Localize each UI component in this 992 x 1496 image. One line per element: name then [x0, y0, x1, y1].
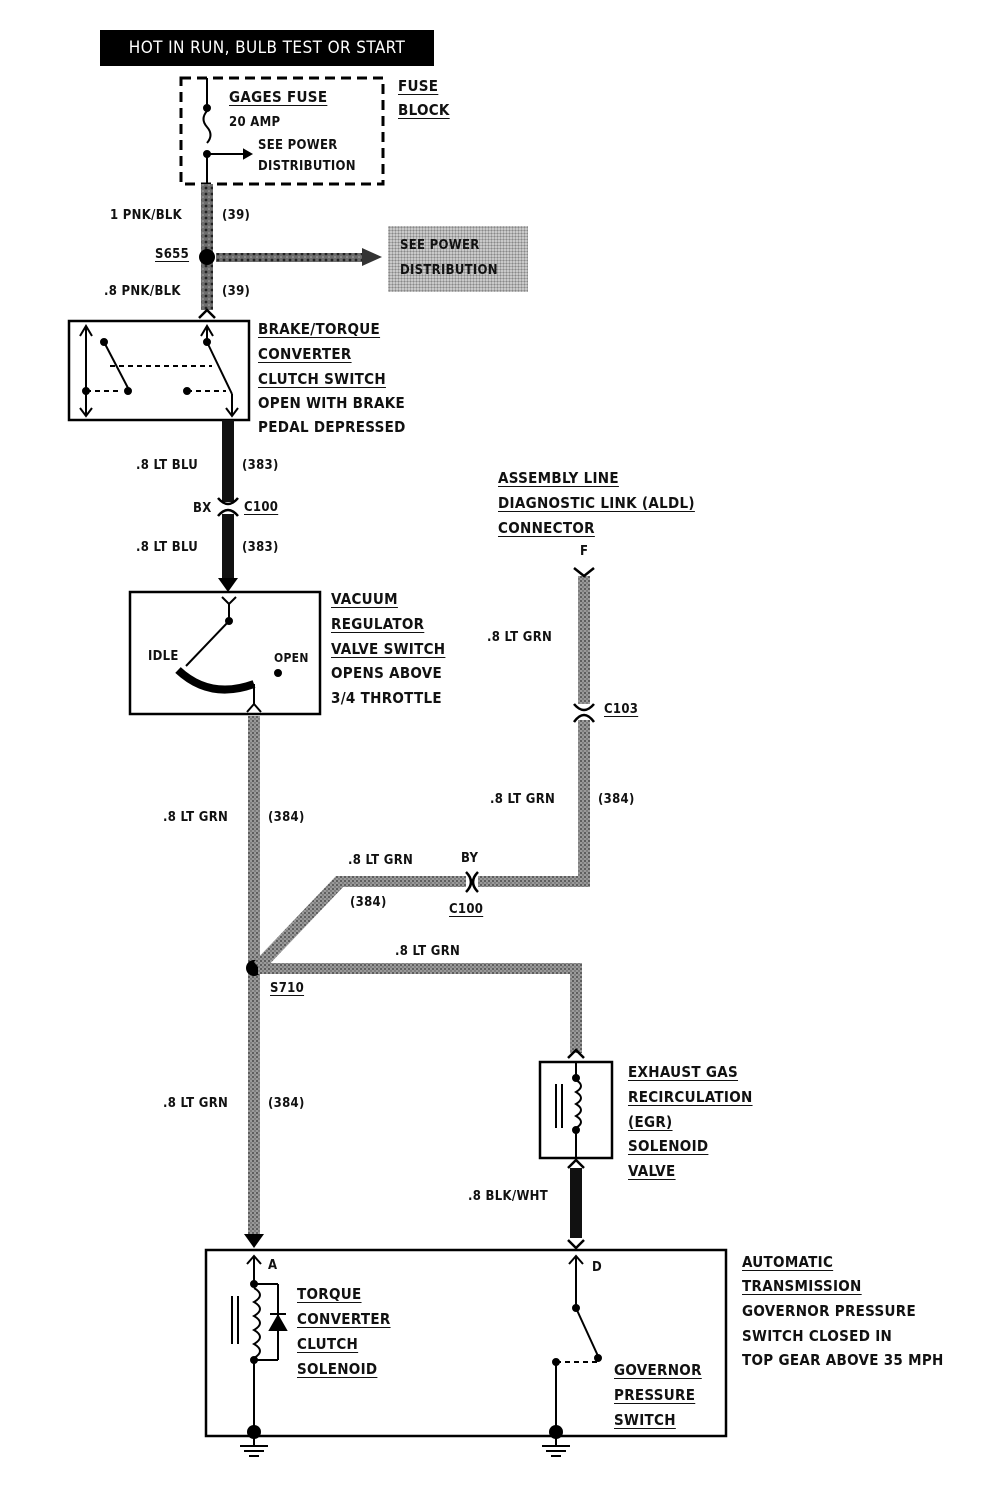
transmission-label-2: TRANSMISSION — [742, 1277, 862, 1295]
governor-label-2: PRESSURE — [614, 1386, 696, 1404]
c100-by-pin: BY — [461, 851, 479, 866]
vacuum-switch-label-1: VACUUM — [331, 590, 398, 608]
fuse-block-box — [179, 76, 385, 186]
brake-switch-symbol — [79, 324, 239, 418]
c100-mid-label: C100 — [449, 902, 484, 917]
c100-top-label: C100 — [244, 500, 279, 515]
vacuum-open-label: OPEN — [274, 651, 309, 665]
gages-fuse-symbol — [202, 78, 254, 184]
egr-label-4: SOLENOID — [628, 1137, 709, 1155]
wire-blk-wht — [570, 1168, 582, 1238]
wire-lt-grn-384-vertical-right — [578, 720, 590, 887]
wire-lt-grn-aldl — [578, 576, 590, 704]
brake-switch-label-2: CONVERTER — [258, 345, 352, 363]
wire-lt-grn-egr — [258, 963, 582, 974]
wire-label-w4: .8 LT BLU — [136, 540, 199, 555]
wire-label-w1: 1 PNK/BLK — [110, 208, 183, 223]
wire-label-w3: .8 LT BLU — [136, 458, 199, 473]
c103-label: C103 — [604, 702, 639, 717]
wire-label-w10: .8 LT GRN — [395, 944, 461, 959]
vacuum-idle-label: IDLE — [148, 649, 179, 664]
wire-label-w5: .8 LT GRN — [487, 630, 553, 645]
header-banner: HOT IN RUN, BULB TEST OR START — [100, 30, 434, 66]
gages-fuse-label: GAGES FUSE — [229, 88, 328, 106]
power-distribution-ref-box — [388, 226, 528, 292]
tcc-pin-a: A — [268, 1258, 278, 1273]
vacuum-switch-label-3: VALVE SWITCH — [331, 640, 446, 658]
aldl-label-2: DIAGNOSTIC LINK (ALDL) — [498, 494, 695, 512]
tcc-label-4: SOLENOID — [297, 1360, 378, 1378]
transmission-label-1: AUTOMATIC — [742, 1253, 834, 1271]
fuse-ref-line1: SEE POWER — [258, 138, 338, 153]
brake-switch-label-3: CLUTCH SWITCH — [258, 370, 386, 388]
governor-switch-symbol — [552, 1254, 602, 1430]
brake-switch-label-5: PEDAL DEPRESSED — [258, 418, 406, 436]
wire-label-w6: .8 LT GRN — [490, 792, 556, 807]
aldl-label-1: ASSEMBLY LINE — [498, 469, 619, 487]
circuit-label-w9: (384) — [268, 1096, 305, 1111]
transmission-label-4: SWITCH CLOSED IN — [742, 1327, 893, 1345]
governor-label-3: SWITCH — [614, 1411, 676, 1429]
governor-pin-d: D — [592, 1260, 603, 1275]
circuit-label-w7: (384) — [350, 895, 387, 910]
splice-s655-dot — [199, 249, 215, 265]
egr-coil-symbol — [555, 1062, 582, 1158]
c100-bx-pin: BX — [193, 501, 212, 516]
egr-label-1: EXHAUST GAS — [628, 1063, 739, 1081]
fuse-block-label-1: FUSE — [398, 77, 439, 95]
egr-label-3: (EGR) — [628, 1113, 673, 1131]
tcc-label-1: TORQUE — [297, 1285, 362, 1303]
tcc-label-3: CLUTCH — [297, 1335, 359, 1353]
splice-s655-label: S655 — [155, 247, 190, 262]
vacuum-switch-label-4: OPENS ABOVE — [331, 664, 443, 682]
fuse-ref-line2: DISTRIBUTION — [258, 159, 356, 174]
ground-icon-right — [542, 1436, 570, 1457]
wire-lt-grn-384-to-c100 — [336, 876, 466, 887]
governor-label-1: GOVERNOR — [614, 1361, 702, 1379]
transmission-label-5: TOP GEAR ABOVE 35 MPH — [742, 1351, 944, 1369]
egr-label-5: VALVE — [628, 1162, 676, 1180]
splice-s710-label: S710 — [270, 981, 305, 996]
brake-switch-label-1: BRAKE/TORQUE — [258, 320, 381, 338]
circuit-label-w8: (384) — [268, 810, 305, 825]
circuit-label-w4: (383) — [242, 540, 279, 555]
transmission-box — [204, 1248, 728, 1438]
brake-switch-box — [67, 319, 251, 422]
transmission-label-3: GOVERNOR PRESSURE — [742, 1302, 916, 1320]
wire-label-w7: .8 LT GRN — [348, 853, 414, 868]
circuit-label-w6: (384) — [598, 792, 635, 807]
wire-label-w8: .8 LT GRN — [163, 810, 229, 825]
wire-to-power-distribution — [216, 253, 366, 262]
vacuum-switch-box — [128, 590, 322, 716]
vacuum-switch-label-2: REGULATOR — [331, 615, 425, 633]
fuse-block-label-2: BLOCK — [398, 101, 450, 119]
circuit-label-w1: (39) — [222, 208, 251, 223]
fuse-rating: 20 AMP — [229, 115, 281, 130]
wire-lt-grn-384-to-c103 — [478, 876, 590, 887]
tcc-label-2: CONVERTER — [297, 1310, 391, 1328]
vacuum-switch-symbol — [175, 596, 282, 713]
wire-lt-blu-383-lower — [222, 514, 234, 582]
circuit-label-w2: (39) — [222, 284, 251, 299]
circuit-label-w3: (383) — [242, 458, 279, 473]
wire-label-w2: .8 PNK/BLK — [104, 284, 181, 299]
aldl-pin: F — [580, 544, 589, 559]
wire-label-w11: .8 BLK/WHT — [468, 1189, 549, 1204]
tcc-solenoid-symbol — [231, 1254, 288, 1430]
vacuum-switch-label-5: 3/4 THROTTLE — [331, 689, 442, 707]
power-ref-line1: SEE POWER — [400, 238, 480, 253]
wire-label-w9: .8 LT GRN — [163, 1096, 229, 1111]
aldl-label-3: CONNECTOR — [498, 519, 595, 537]
brake-switch-label-4: OPEN WITH BRAKE — [258, 394, 405, 412]
wire-lt-grn-384-diagonal — [254, 876, 346, 972]
power-ref-line2: DISTRIBUTION — [400, 263, 498, 278]
ground-icon-left — [240, 1436, 268, 1457]
wire-pnk-blk-39-upper — [201, 184, 213, 256]
wire-pnk-blk-39-lower — [201, 258, 213, 310]
wire-lt-blu-383-upper — [222, 420, 234, 502]
egr-label-2: RECIRCULATION — [628, 1088, 753, 1106]
